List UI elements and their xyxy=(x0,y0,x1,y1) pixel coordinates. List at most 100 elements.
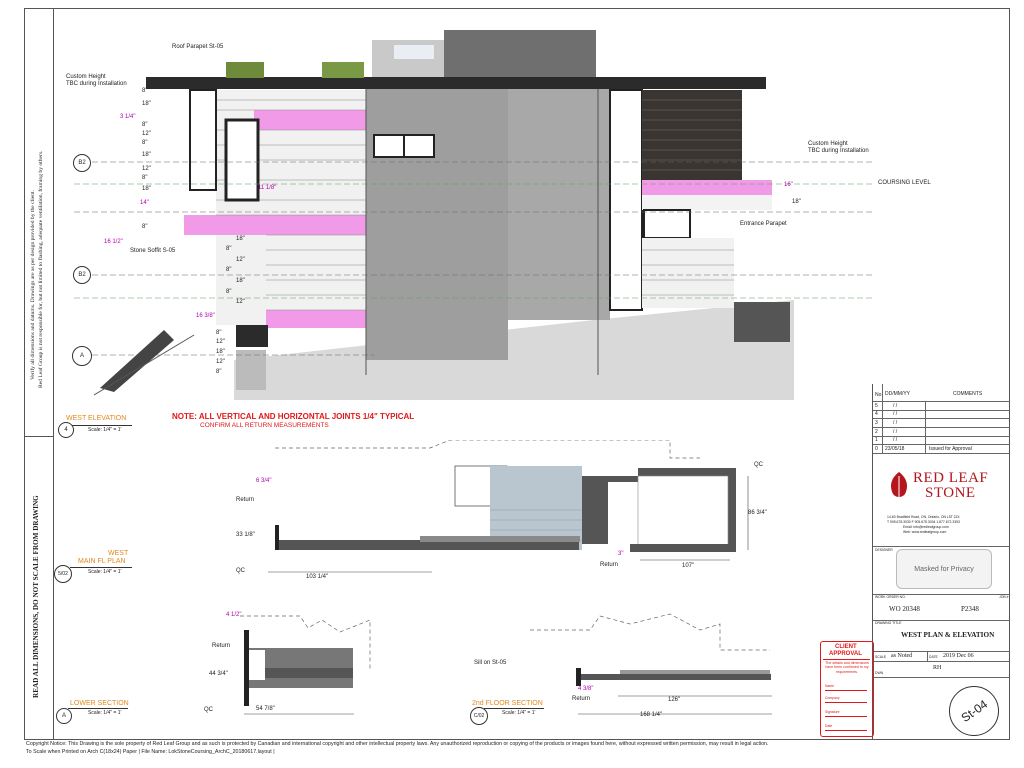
datum-marker-b2-top: B2 xyxy=(73,154,91,172)
dim-mid-3: 8" xyxy=(226,267,232,273)
second-floor-dim-4-3-8: 4 3/8" xyxy=(578,686,594,692)
stamp-name: Name xyxy=(825,684,835,688)
dim-mid-5: 8" xyxy=(226,289,232,295)
dim-left-0: 8" xyxy=(142,88,148,94)
date-value: 2019 Dec 06 xyxy=(943,653,974,659)
dim-low-4: 8" xyxy=(216,369,222,375)
main-plan-dim-107: 107" xyxy=(682,563,695,569)
wo-label: WORK ORDER NO. xyxy=(875,595,906,599)
main-plan-qc-1: QC xyxy=(236,568,245,574)
designer-label: DESIGNER xyxy=(875,548,893,552)
custom-height-left-2: TBC during Installation xyxy=(66,81,127,87)
main-plan-number: 5/02 xyxy=(54,565,72,583)
rev-row-2-date: / / xyxy=(893,429,898,435)
second-floor-dim-168-1-4: 168 1/4" xyxy=(640,712,663,718)
lower-section-title-rule xyxy=(68,708,128,709)
dim-left-5: 8" xyxy=(142,140,148,146)
rev-header-date: DD/MM/YY xyxy=(885,391,910,397)
tb-divider-designer xyxy=(873,546,1010,547)
lower-section-dim-44-3-4: 44 3/4" xyxy=(209,671,228,677)
dim-left-6: 18" xyxy=(142,152,151,158)
dim-mid-6: 12" xyxy=(236,299,245,305)
stamp-date: Date xyxy=(825,724,833,728)
stamp-title-1: CLIENT xyxy=(835,644,857,650)
drawing-sheet-border xyxy=(24,8,1010,740)
job-number: P2348 xyxy=(961,605,979,613)
rev-row-5-date: / / xyxy=(893,403,898,409)
company-addr-3: Email: info@redleafgroup.com xyxy=(903,525,949,529)
client-approval-stamp: CLIENT APPROVAL The details and dimensio… xyxy=(820,641,874,737)
dim-mid-4: 18" xyxy=(236,278,245,284)
lower-section-number: A xyxy=(56,708,72,724)
coursing-level-label: COURSING LEVEL xyxy=(878,180,931,186)
rev-row-5-no: 5 xyxy=(875,403,878,409)
stamp-company: Company xyxy=(825,696,840,700)
second-floor-sill: Sill on St-05 xyxy=(474,660,507,666)
rev-row-2-no: 2 xyxy=(875,429,878,435)
rev-row-4-no: 4 xyxy=(875,411,878,417)
dim-low-1: 12" xyxy=(216,339,225,345)
dim-left-2: 3 1/4" xyxy=(120,114,136,120)
tb-scale-col xyxy=(927,651,928,661)
second-floor-scale: Scale: 1/4" = 1' xyxy=(502,710,536,716)
lower-section-qc: QC xyxy=(204,707,213,713)
second-floor-title-rule xyxy=(484,708,544,709)
lower-section-scale: Scale: 1/4" = 1' xyxy=(88,710,122,716)
stamp-date-line xyxy=(825,730,867,731)
scale-label: SCALE xyxy=(875,655,887,659)
roof-parapet-label: Roof Parapet St-05 xyxy=(172,44,224,50)
dim-mid-1: 8" xyxy=(226,246,232,252)
dim-11-1-8: 11 1/8" xyxy=(258,185,277,191)
stamp-signature: Signature xyxy=(825,710,840,714)
rev-row-3-no: 3 xyxy=(875,420,878,426)
dim-14: 14" xyxy=(140,200,149,206)
west-elevation-drawing xyxy=(74,30,874,400)
tb-divider-drawn xyxy=(873,661,1010,662)
title-block: No. DD/MM/YY COMMENTS 5 / / 4 / / 3 / / … xyxy=(872,384,1010,740)
print-scale-note: To Scale when Printed on Arch C(18x24) P… xyxy=(26,749,275,755)
datum-marker-a: A xyxy=(72,346,92,366)
stone-soffit-label: Stone Soffit S-05 xyxy=(130,248,176,254)
drawing-title: WEST PLAN & ELEVATION xyxy=(901,631,995,639)
scale-value: as Noted xyxy=(891,653,913,659)
verify-note-1: Verify all dimensions and datums. Drawin… xyxy=(30,190,36,380)
west-elevation-number: 4 xyxy=(58,422,74,438)
main-plan-title-1: WEST xyxy=(108,550,129,557)
west-elevation-scale: Scale: 1/4" = 1' xyxy=(88,427,122,433)
custom-height-right-2: TBC during Installation xyxy=(808,148,869,154)
main-plan-dim-6-3-4: 6 3/4" xyxy=(256,478,272,484)
rev-row-0-no: 0 xyxy=(875,446,878,452)
rev-divider-2 xyxy=(873,418,1010,419)
second-floor-number: C/02 xyxy=(470,707,488,725)
stamp-rule xyxy=(823,659,870,660)
main-plan-dim-103-1-4: 103 1/4" xyxy=(306,574,329,580)
stamp-name-line xyxy=(825,690,867,691)
lower-section-dim-54-7-8: 54 7/8" xyxy=(256,706,275,712)
second-floor-dim-126: 126" xyxy=(668,697,681,703)
tb-divider-wo xyxy=(873,594,1010,595)
read-all-dimensions-note: READ ALL DIMENSIONS, DO NOT SCALE FROM D… xyxy=(32,495,40,698)
stamp-signature-line xyxy=(825,716,867,717)
tb-divider-title xyxy=(873,620,1010,621)
tb-divider-scale xyxy=(873,651,1010,652)
second-floor-section-drawing xyxy=(530,613,772,715)
rev-row-1-no: 1 xyxy=(875,437,878,443)
lower-section-title: LOWER SECTION xyxy=(70,700,129,707)
rev-row-0-date: 23/05/18 xyxy=(885,446,905,452)
custom-height-right-1: Custom Height xyxy=(808,141,848,147)
main-plan-scale: Scale: 1/4" = 1' xyxy=(88,569,122,575)
dim-low-2: 18" xyxy=(216,349,225,355)
company-name-2: STONE xyxy=(925,485,976,501)
main-plan-title-rule xyxy=(70,567,132,568)
west-elevation-title: WEST ELEVATION xyxy=(66,415,127,422)
privacy-mask: Masked for Privacy xyxy=(896,549,992,589)
main-plan-dim-3: 3" xyxy=(618,551,624,557)
joints-note: NOTE: ALL VERTICAL AND HORIZONTAL JOINTS… xyxy=(172,412,415,421)
company-addr-4: Web: www.redleafgroup.com xyxy=(903,530,947,534)
dim-low-3: 12" xyxy=(216,359,225,365)
main-floor-plan-drawing xyxy=(268,440,749,573)
main-plan-dim-33-1-8: 33 1/8" xyxy=(236,532,255,538)
red-leaf-logo-icon xyxy=(891,472,907,498)
rev-row-3-date: / / xyxy=(893,420,898,426)
dim-left-4: 12" xyxy=(142,131,151,137)
